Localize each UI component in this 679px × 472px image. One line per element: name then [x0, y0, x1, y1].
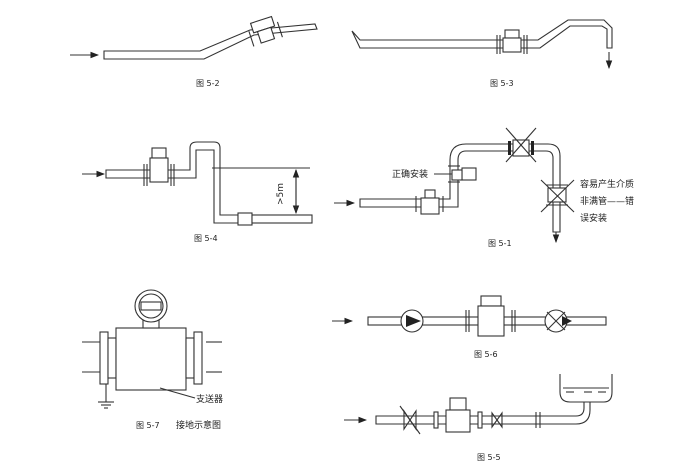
figure-caption: 图 5-1: [488, 239, 512, 248]
figure-caption: 图 5-3: [490, 79, 514, 88]
valve-icon: [491, 411, 503, 429]
figure-caption: 图 5-7: [136, 421, 160, 430]
flowmeter-head: [449, 397, 467, 411]
figure-5-1: 正确安装 容易产生介质 非满管——错 误安装 图 5-1: [334, 127, 634, 248]
pipe: [105, 141, 239, 224]
flowmeter-correct: [415, 189, 444, 215]
flange-left: [99, 331, 109, 385]
pipe: [103, 23, 318, 60]
flowmeter-wrong-vertical: [540, 179, 575, 213]
flowmeter-body: [445, 409, 471, 433]
wrong-install-label-1: 容易产生介质: [580, 178, 634, 190]
figure-caption: 图 5-4: [194, 234, 218, 243]
flowmeter-head: [480, 295, 502, 307]
height-label: >5m: [276, 183, 286, 205]
figure-5-2: 图 5-2: [70, 15, 318, 88]
display-window: [140, 301, 162, 311]
correct-install-label: 正确安装: [392, 168, 428, 180]
flowmeter-wrong-top: [505, 127, 537, 163]
tank: [559, 380, 613, 403]
pipe: [359, 143, 561, 233]
wrong-install-label-2: 非满管——错: [580, 195, 634, 207]
figure-caption: 图 5-5: [477, 453, 501, 462]
pipe: [375, 401, 591, 425]
pipe-segment: [237, 212, 253, 226]
figure-5-7: 支送器 图 5-7 接地示意图: [82, 289, 223, 431]
figure-5-3: 图 5-3: [351, 19, 613, 88]
figure-caption: 图 5-6: [474, 350, 498, 359]
flowmeter-correct-vertical: [448, 165, 477, 183]
pipe: [351, 19, 613, 49]
figure-caption: 图 5-2: [196, 79, 220, 88]
flowmeter: [143, 147, 175, 186]
leader-line: [159, 387, 196, 399]
figure-title: 接地示意图: [176, 419, 221, 431]
flowmeter: [496, 29, 528, 54]
support-label: 支送器: [196, 393, 223, 405]
flowmeter: [248, 15, 283, 47]
meter-body: [115, 327, 187, 391]
wrong-install-label-3: 误安装: [580, 212, 607, 224]
figure-5-4: >5m 图 5-4: [82, 141, 313, 243]
pipe-segment: [251, 214, 313, 224]
figure-5-6: 图 5-6: [332, 295, 607, 359]
figure-5-5: 图 5-5: [344, 374, 613, 462]
flange-right: [193, 331, 203, 385]
flowmeter-body: [477, 305, 505, 337]
